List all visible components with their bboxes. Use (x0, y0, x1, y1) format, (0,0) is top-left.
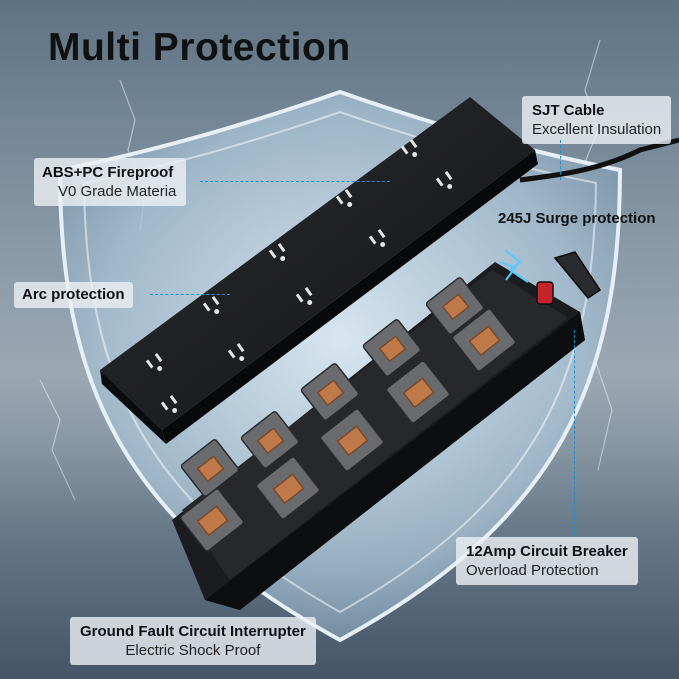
page-title: Multi Protection (48, 26, 351, 69)
callout-heading: 12Amp Circuit Breaker (466, 543, 628, 560)
callout-heading: Arc protection (22, 286, 125, 303)
callout-circuit-breaker: 12Amp Circuit Breaker Overload Protectio… (456, 537, 638, 585)
callout-abs-fireproof: ABS+PC Fireproof V0 Grade Materia (34, 158, 187, 206)
leader-line (200, 181, 390, 182)
callout-heading: ABS+PC Fireproof (42, 164, 174, 181)
surge-spark (499, 249, 529, 283)
callout-surge-protection: 245J Surge protection (492, 207, 662, 231)
breaker-switch (536, 281, 554, 305)
callout-heading: SJT Cable (532, 102, 605, 119)
strip-top-cover (100, 97, 538, 444)
power-cable (519, 137, 679, 183)
callout-heading: Ground Fault Circuit Interrupter (80, 623, 306, 640)
callout-arc-protection: Arc protection (14, 282, 133, 308)
callout-gfci: Ground Fault Circuit Interrupter Electri… (70, 617, 316, 665)
callout-subtext: Excellent Insulation (532, 121, 662, 138)
callout-subtext: Electric Shock Proof (125, 642, 261, 659)
internal-socket-modules (180, 277, 516, 552)
callout-sjt-cable: SJT Cable Excellent Insulation (522, 96, 672, 144)
plug-icon (553, 251, 602, 299)
outlet-holes (145, 139, 453, 413)
callout-heading: 245J Surge protection (498, 210, 656, 227)
callout-subtext: Overload Protection (466, 562, 599, 579)
leader-line (574, 330, 575, 535)
callout-subtext: V0 Grade Materia (58, 183, 177, 200)
leader-line (560, 140, 561, 180)
leader-line (150, 294, 230, 295)
